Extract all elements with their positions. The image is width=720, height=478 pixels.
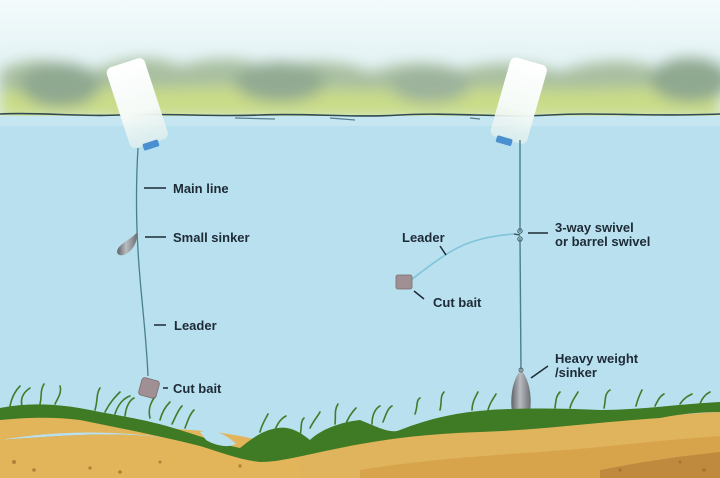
surface-ripples bbox=[234, 117, 481, 121]
label-heavy-weight: Heavy weight /sinker bbox=[530, 351, 639, 380]
label-text: /sinker bbox=[555, 365, 597, 380]
label-text: Cut bait bbox=[173, 381, 222, 396]
label-text: Main line bbox=[173, 181, 229, 196]
soil-dark-right bbox=[600, 452, 720, 478]
bottle-cap bbox=[142, 139, 160, 151]
three-way-swivel bbox=[513, 228, 523, 242]
left-main-line bbox=[135, 147, 149, 377]
label-small-sinker: Small sinker bbox=[145, 230, 250, 245]
sand-layer-left bbox=[0, 416, 360, 478]
heavy-sinker bbox=[511, 370, 531, 412]
label-right-leader: Leader bbox=[402, 230, 447, 256]
soil-speckles bbox=[12, 460, 706, 474]
leader-tick bbox=[530, 365, 549, 379]
right-main-line bbox=[519, 140, 522, 373]
water-surface-highlight bbox=[0, 116, 720, 126]
water-surface-line bbox=[0, 112, 720, 117]
small-sinker bbox=[117, 232, 138, 256]
label-right-cut-bait: Cut bait bbox=[413, 290, 482, 310]
label-text: Cut bait bbox=[433, 295, 482, 310]
right-bottle-float bbox=[490, 57, 547, 146]
water-pocket bbox=[200, 430, 236, 447]
right-leader-line bbox=[407, 233, 515, 283]
leader-tick bbox=[413, 290, 425, 300]
label-swivel: 3-way swivel or barrel swivel bbox=[528, 220, 650, 249]
label-text: Heavy weight bbox=[555, 351, 639, 366]
label-left-cut-bait: Cut bait bbox=[163, 381, 222, 396]
grass-bed bbox=[0, 402, 720, 462]
label-text: Leader bbox=[402, 230, 445, 245]
label-text: Leader bbox=[174, 318, 217, 333]
label-text: 3-way swivel bbox=[555, 220, 634, 235]
weeds bbox=[9, 383, 711, 437]
label-text: Small sinker bbox=[173, 230, 250, 245]
right-cut-bait bbox=[395, 274, 413, 290]
label-main-line: Main line bbox=[144, 181, 229, 196]
left-cut-bait bbox=[138, 377, 160, 399]
label-text: or barrel swivel bbox=[555, 234, 650, 249]
left-bottle-float bbox=[106, 58, 168, 151]
bottle-cap bbox=[495, 135, 513, 146]
label-left-leader: Leader bbox=[154, 318, 217, 333]
leader-tick bbox=[439, 245, 447, 256]
